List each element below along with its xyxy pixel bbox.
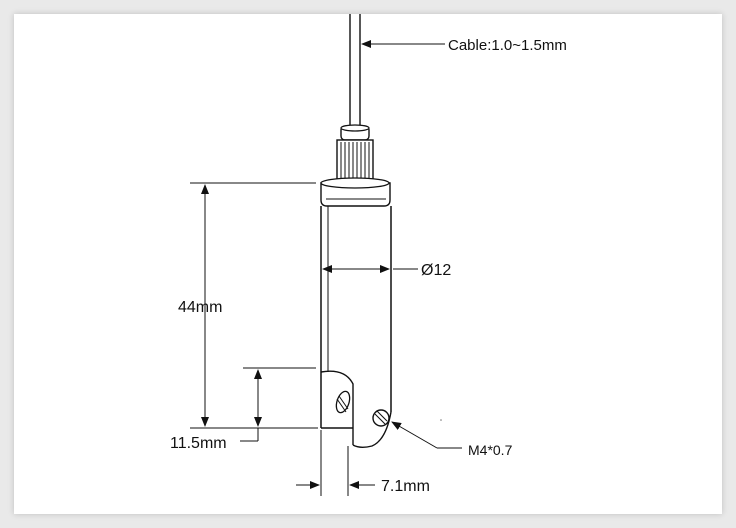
slot-width-label: 7.1mm [381,478,430,495]
slot-height-dimension: 11.5mm [170,367,316,452]
cable-callout: Cable:1.0~1.5mm [361,37,567,54]
collar [320,177,391,207]
collet-cap [340,124,370,141]
diameter-label: Ø12 [421,262,451,279]
cable [349,14,361,128]
speck [440,419,442,421]
cylinder-body [320,206,392,448]
set-screw-left [335,390,351,414]
knurled-grip [336,139,374,185]
slot-width-dimension: 7.1mm [296,430,430,496]
screw-callout: M4*0.7 [391,421,513,458]
length-dimension: 44mm [178,182,318,429]
length-label: 44mm [178,299,222,316]
cable-label: Cable:1.0~1.5mm [448,37,567,54]
set-screw-right [372,409,390,427]
diameter-dimension: Ø12 [322,262,451,279]
slot-height-label: 11.5mm [170,435,227,452]
drawing-frame [14,14,722,514]
screw-label: M4*0.7 [468,442,513,458]
